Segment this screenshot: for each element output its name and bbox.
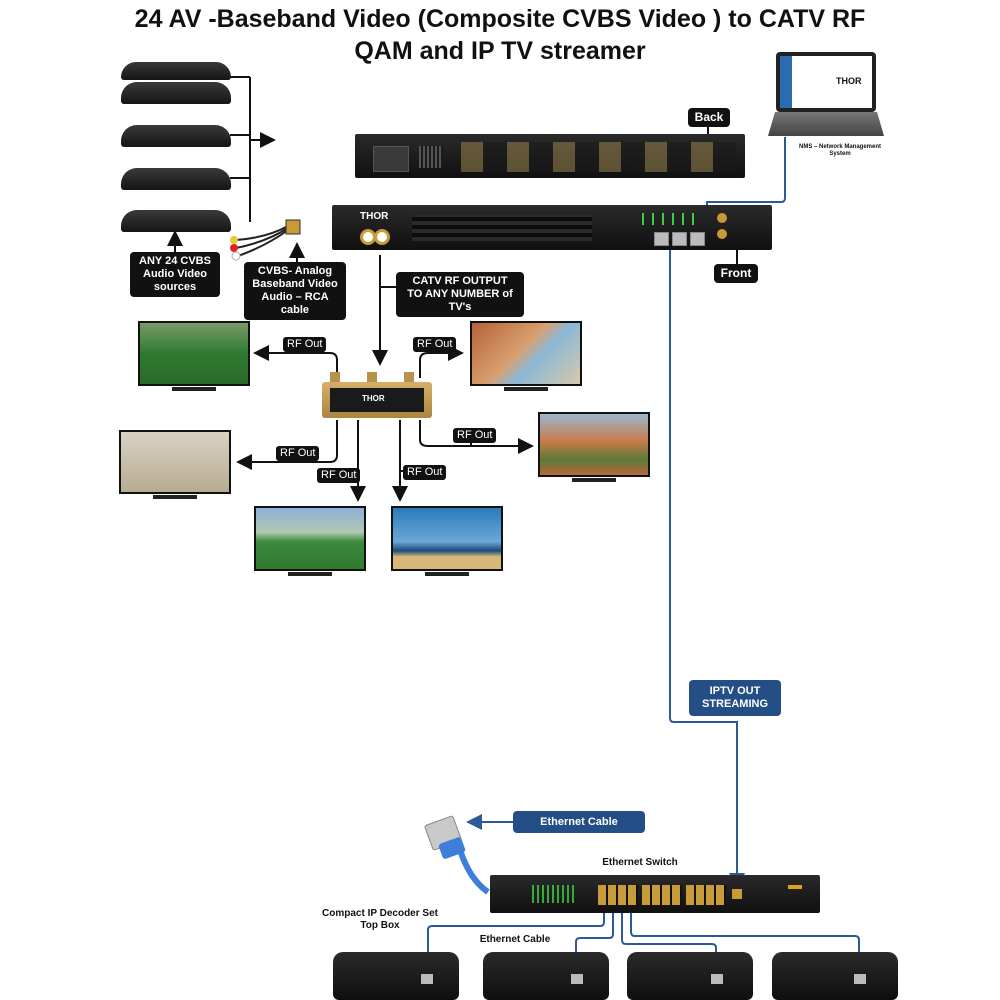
back-label: Back xyxy=(688,108,730,127)
rf-out-path-2 xyxy=(419,345,464,378)
rf-in-port xyxy=(717,213,727,223)
catv-label-line2: TO ANY NUMBER of TV's xyxy=(407,288,513,313)
rf-out-path-3 xyxy=(236,420,338,470)
decoder-ethernet-port xyxy=(571,974,583,984)
catv-output-label: CATV RF OUTPUT TO ANY NUMBER of TV's xyxy=(396,272,524,317)
iptv-label-line2: STREAMING xyxy=(702,698,768,710)
rf-out-label-1: RF Out xyxy=(283,337,327,352)
decoder-label-line2: Top Box xyxy=(360,920,400,931)
rca-cable-label: CVBS- Analog Baseband Video Audio – RCA … xyxy=(244,262,346,320)
source-stb-1 xyxy=(121,62,231,80)
tv-soccer xyxy=(138,321,250,386)
source-stb-2 xyxy=(121,82,231,104)
rf-out-label-5: RF Out xyxy=(317,468,361,483)
decoder-label-line1: Compact IP Decoder Set xyxy=(322,908,438,919)
tv-red-rock xyxy=(538,412,650,477)
switch-ports-2 xyxy=(642,885,682,905)
data2-port xyxy=(672,232,687,246)
decoder-cable-1 xyxy=(420,908,605,969)
sources-label-line3: sources xyxy=(153,281,197,293)
diagram-title-line1: 24 AV -Baseband Video (Composite CVBS Vi… xyxy=(134,5,866,33)
source-stb-5 xyxy=(121,210,231,232)
sources-label-line1: ANY 24 CVBS xyxy=(139,255,211,267)
sources-label-line2: Audio Video xyxy=(143,268,207,280)
tv-stand xyxy=(572,478,616,482)
tv-football-field xyxy=(254,506,366,571)
iptv-cable xyxy=(669,246,745,889)
tv-beach-cliff xyxy=(470,321,582,386)
tv-skimboard xyxy=(119,430,231,494)
tv-stand xyxy=(425,572,469,576)
ip-decoder-1 xyxy=(333,952,459,1000)
source-stb-3 xyxy=(121,125,231,147)
tv-stand xyxy=(504,387,548,391)
rf-out-label-2: RF Out xyxy=(413,337,457,352)
rca-cable-icon xyxy=(226,218,302,264)
rca-cable-label-line2: Baseband Video xyxy=(252,278,338,290)
nms-label-line2: System xyxy=(829,151,851,157)
switch-ports-3 xyxy=(686,885,726,905)
status-leds xyxy=(642,213,702,225)
switch-ports-1 xyxy=(598,885,638,905)
ip-decoder-3 xyxy=(627,952,753,1000)
power-switch-icon xyxy=(373,146,409,172)
catv-label-line1: CATV RF OUTPUT xyxy=(412,275,508,287)
nms-port xyxy=(690,232,705,246)
front-vents xyxy=(412,215,592,241)
rf-out-path-4 xyxy=(419,420,534,454)
iptv-label-line1: IPTV OUT xyxy=(709,685,761,697)
decoder-ethernet-port xyxy=(854,974,866,984)
decoder-cable-3 xyxy=(621,908,724,969)
splitter-connectors xyxy=(330,372,428,382)
rf-splitter: THOR xyxy=(322,382,432,418)
ethernet-switch xyxy=(490,875,820,913)
nms-cable xyxy=(699,137,786,232)
tv-stand xyxy=(153,495,197,499)
cvbs-connectors xyxy=(461,142,736,172)
rca-cable-label-line3: Audio – RCA cable xyxy=(261,291,329,316)
sources-label: ANY 24 CVBS Audio Video sources xyxy=(130,252,220,297)
decoder-cable-4 xyxy=(630,908,867,969)
switch-badge xyxy=(788,885,802,889)
ethernet-cable-cord xyxy=(457,849,490,895)
source-stb-4 xyxy=(121,168,231,190)
diagram-title-line2: QAM and IP TV streamer xyxy=(354,37,646,65)
data1-port xyxy=(654,232,669,246)
switch-leds xyxy=(532,885,574,903)
rca-cable-label-line1: CVBS- Analog xyxy=(257,265,333,277)
rf-out-label-4: RF Out xyxy=(453,428,497,443)
laptop-base xyxy=(768,112,884,136)
nms-laptop: THOR xyxy=(768,52,888,138)
ethernet-switch-label: Ethernet Switch xyxy=(602,857,678,868)
decoder-label: Compact IP Decoder Set Top Box xyxy=(310,908,450,932)
decoder-ethernet-port xyxy=(421,974,433,984)
rj45-plug-icon xyxy=(424,815,466,859)
vent-grid xyxy=(419,146,443,168)
rf-out-path-1 xyxy=(253,345,338,378)
ethernet-cable-plain-label: Ethernet Cable xyxy=(479,934,551,945)
decoder-cable-2 xyxy=(568,908,614,969)
laptop-screen: THOR xyxy=(776,52,876,112)
encoder-back-panel xyxy=(355,134,745,178)
front-label: Front xyxy=(714,264,758,283)
switch-uplink-port xyxy=(732,889,742,899)
nms-label-line1: NMS – Network Management xyxy=(798,144,882,150)
ip-decoder-2 xyxy=(483,952,609,1000)
brand-logo: THOR xyxy=(360,211,389,222)
encoder-front-panel: THOR xyxy=(332,205,772,250)
rf-out-label-3: RF Out xyxy=(276,446,320,461)
rf-out-port xyxy=(374,229,390,245)
tv-stand xyxy=(288,572,332,576)
rf-out-label-6: RF Out xyxy=(403,465,447,480)
screen-brand-logo: THOR xyxy=(836,76,862,86)
iptv-streaming-label: IPTV OUT STREAMING xyxy=(689,680,781,716)
nms-label: NMS – Network Management System xyxy=(790,144,890,158)
decoder-ethernet-port xyxy=(711,974,723,984)
tv-stand xyxy=(172,387,216,391)
ethernet-cable-label: Ethernet Cable xyxy=(513,811,645,833)
ip-decoder-4 xyxy=(772,952,898,1000)
splitter-brand-logo: THOR xyxy=(362,394,385,403)
loop-out-port xyxy=(717,229,727,239)
tv-lifeguard-beach xyxy=(391,506,503,571)
